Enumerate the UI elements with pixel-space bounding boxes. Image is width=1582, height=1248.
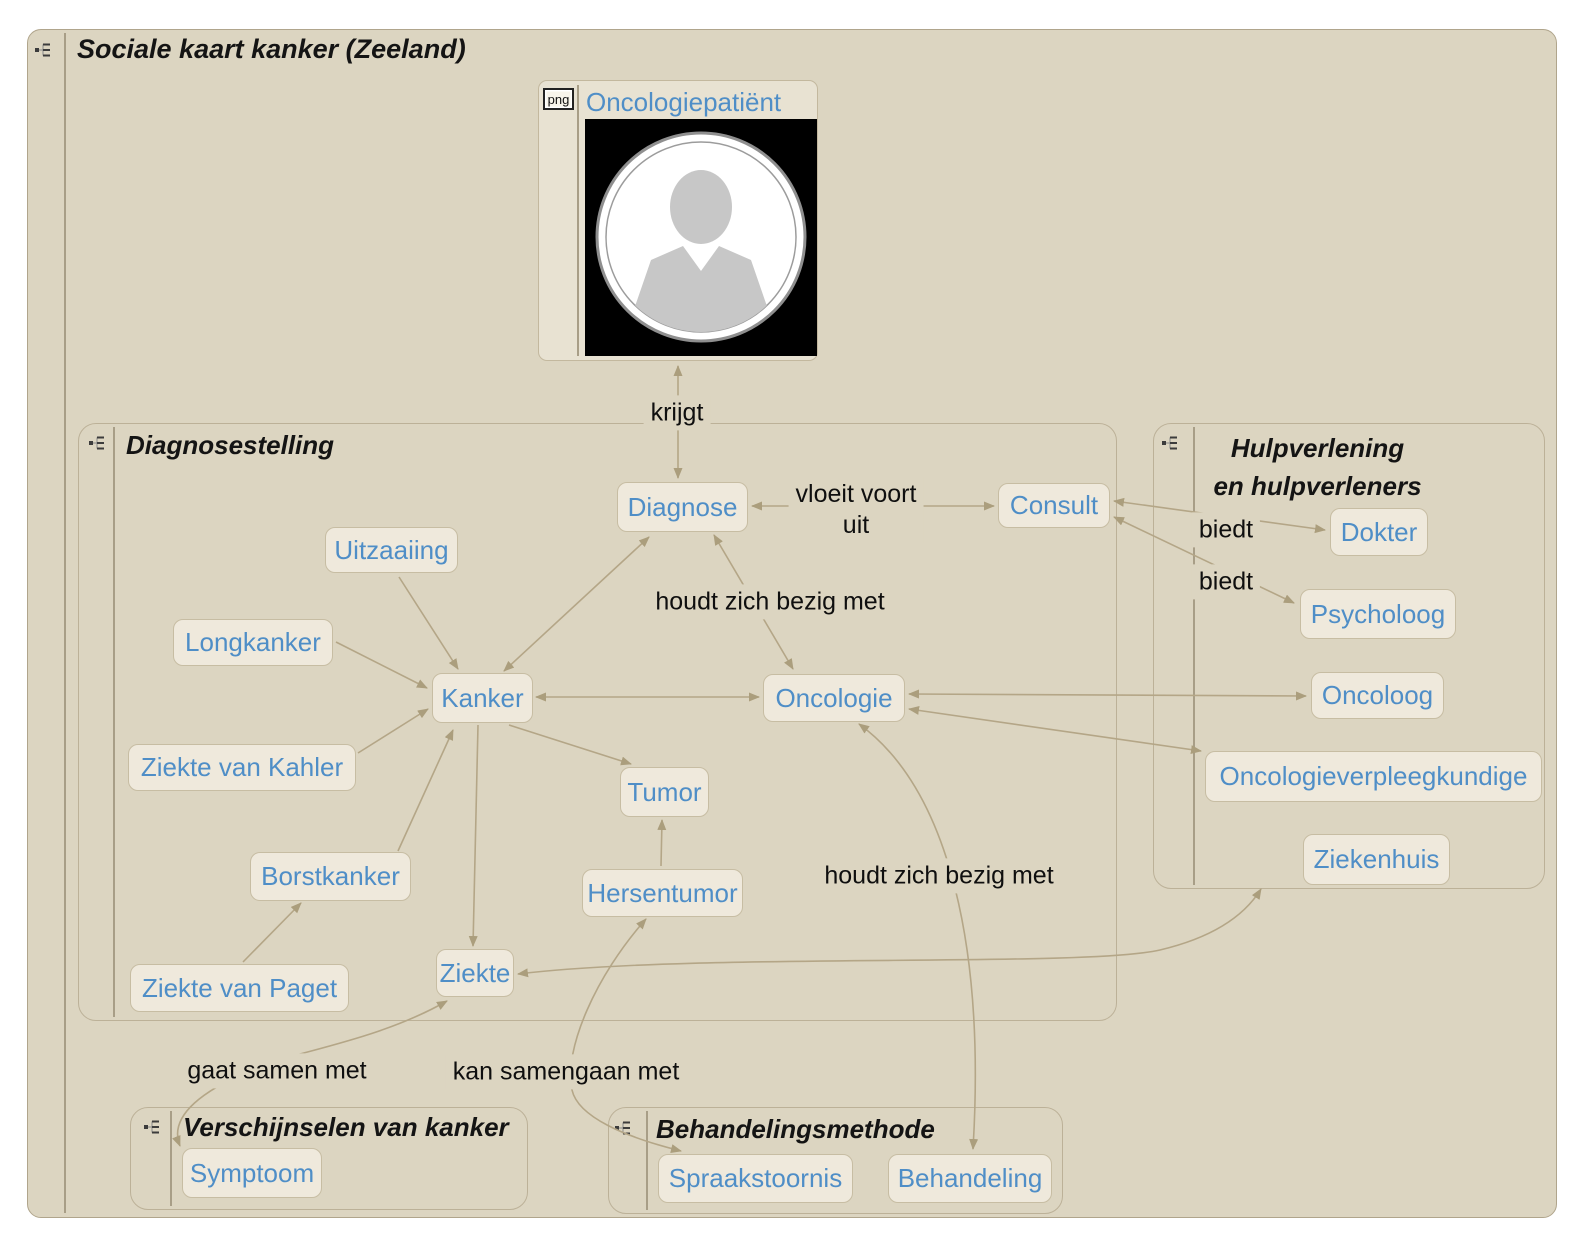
group-diagnosestelling-gutter-line: [113, 427, 115, 1017]
node-oncologiepatient-label: Oncologiepatiënt: [586, 87, 782, 117]
edge-label-vloeit-line1: vloeit voort: [795, 479, 917, 508]
group-hulpverlening: [1153, 423, 1545, 889]
node-symptoom[interactable]: Symptoom: [182, 1148, 322, 1198]
group-hulpverlening-title-line1: Hulpverlening: [1230, 433, 1405, 463]
edge-label-gaat-samen-met: gaat samen met: [180, 1053, 374, 1089]
edge-hersentumor-spraakstoornis-kan: [569, 918, 682, 1153]
edge-label-krijgt: krijgt: [643, 395, 711, 431]
node-oncoloog[interactable]: Oncoloog: [1311, 672, 1444, 719]
edge-oncologie-verpleegkundige: [908, 705, 1202, 755]
png-badge: png: [543, 88, 574, 110]
node-spraakstoornis[interactable]: Spraakstoornis: [658, 1154, 853, 1203]
node-oncologie[interactable]: Oncologie: [763, 674, 905, 722]
node-diagnose[interactable]: Diagnose: [617, 482, 748, 532]
node-consult[interactable]: Consult: [998, 483, 1110, 528]
collapse-icon[interactable]: [1161, 435, 1183, 451]
node-oncologiepatient[interactable]: png Oncologiepatiënt: [538, 80, 818, 361]
edge-label-vloeit-line2: uit: [842, 511, 870, 539]
edge-label-biedt-1: biedt: [1191, 512, 1261, 548]
node-behandeling[interactable]: Behandeling: [888, 1154, 1052, 1203]
node-borstkanker[interactable]: Borstkanker: [250, 852, 411, 901]
edge-label-houdt-zich-bezig-met-1: houdt zich bezig met: [648, 584, 892, 620]
group-hulpverlening-gutter-line: [1193, 427, 1195, 885]
group-hulpverlening-title-line2: en hulpverleners: [1213, 470, 1422, 501]
edge-kahler-kanker: [357, 708, 429, 754]
node-ziekenhuis[interactable]: Ziekenhuis: [1303, 834, 1450, 885]
collapse-icon[interactable]: [34, 42, 56, 58]
collapse-icon[interactable]: [88, 435, 110, 451]
patient-avatar-image: [585, 119, 817, 356]
node-ziekte-van-paget[interactable]: Ziekte van Paget: [130, 964, 349, 1012]
group-verschijnselen-gutter-line: [170, 1111, 172, 1206]
node-tumor[interactable]: Tumor: [620, 767, 709, 817]
node-longkanker[interactable]: Longkanker: [173, 619, 333, 666]
node-kanker[interactable]: Kanker: [432, 673, 533, 723]
node-dokter[interactable]: Dokter: [1330, 508, 1428, 556]
edge-kanker-ziekte: [468, 724, 479, 947]
edge-oncologie-behandeling-houdt: [858, 723, 979, 1150]
edge-label-vloeit-voort-uit: vloeit voort uit: [788, 476, 924, 544]
map-title: Sociale kaart kanker (Zeeland): [77, 34, 466, 64]
node-oncologiepatient-gutter-line: [577, 85, 579, 356]
node-ziekte-van-kahler[interactable]: Ziekte van Kahler: [128, 744, 356, 791]
group-diagnosestelling-title: Diagnosestelling: [126, 430, 335, 460]
edge-kanker-diagnose: [503, 536, 650, 672]
edge-longkanker-kanker: [335, 641, 428, 689]
edge-paget-borstkanker: [242, 902, 302, 963]
edge-label-houdt-zich-bezig-met-2: houdt zich bezig met: [817, 858, 1061, 894]
edge-consult-psycholoog-biedt: [1113, 516, 1295, 604]
edge-ziekte-ziekenhuis: [517, 888, 1262, 978]
edge-kanker-tumor: [508, 724, 632, 766]
edge-oncologie-oncoloog: [908, 689, 1307, 701]
node-ziekte[interactable]: Ziekte: [436, 949, 514, 997]
group-behandelingsmethode: [608, 1107, 1063, 1214]
node-uitzaaiing[interactable]: Uitzaaiing: [325, 527, 458, 573]
edge-label-biedt-2: biedt: [1191, 564, 1261, 600]
group-behandelingsmethode-gutter-line: [646, 1111, 648, 1210]
outer-group-gutter-line: [64, 33, 66, 1213]
node-psycholoog[interactable]: Psycholoog: [1300, 589, 1456, 639]
edge-hersentumor-tumor: [657, 819, 667, 867]
edge-label-kan-samengaan-met: kan samengaan met: [445, 1054, 687, 1090]
edge-uitzaaiing-kanker: [398, 576, 459, 670]
node-hersentumor[interactable]: Hersentumor: [582, 869, 743, 917]
node-oncologieverpleegkundige[interactable]: Oncologieverpleegkundige: [1205, 751, 1542, 802]
collapse-icon[interactable]: [143, 1119, 165, 1135]
edge-borstkanker-kanker: [397, 729, 454, 852]
group-hulpverlening-title: Hulpverlening en hulpverleners: [1200, 430, 1435, 505]
